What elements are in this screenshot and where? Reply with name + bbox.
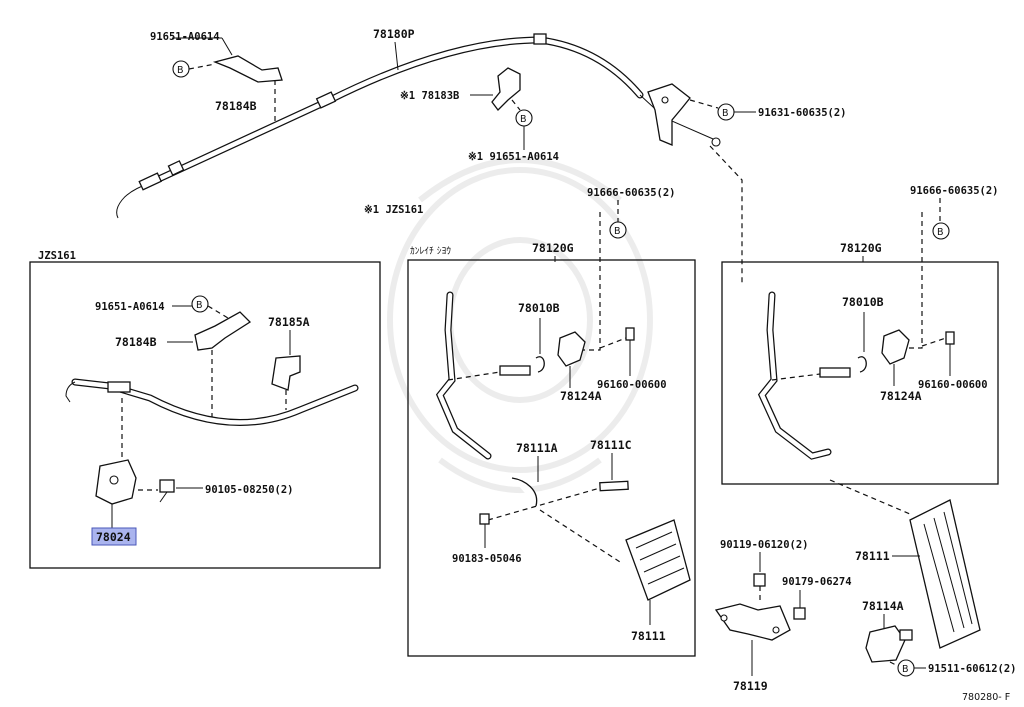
b-marker-box1: B (191, 295, 209, 313)
b-marker-91666-a: B (609, 221, 627, 239)
bracket-78124A-a[interactable] (557, 331, 586, 367)
label-90183-05046: 90183-05046 (452, 553, 522, 565)
label-78124A-b: 78124A (880, 389, 922, 403)
box-right (721, 261, 999, 485)
label-91666-60635-a: 91666-60635(2) (587, 187, 676, 199)
cable-box1[interactable] (65, 378, 359, 426)
diagram-id: 780280- F (962, 692, 1010, 703)
pin-a[interactable] (499, 365, 531, 376)
label-78184B-top: 78184B (215, 99, 257, 113)
pedal-arm-b[interactable] (757, 291, 832, 460)
label-78184B-box: 78184B (115, 335, 157, 349)
bracket-78119[interactable] (714, 603, 791, 641)
label-91651-A0614-box: 91651-A0614 (95, 301, 165, 313)
label-78183B: ※1 78183B (400, 90, 459, 102)
bracket-78024[interactable] (95, 459, 137, 505)
nut-96160-b[interactable] (945, 331, 955, 345)
cable-bracket-firewall[interactable] (647, 83, 691, 146)
label-78185A: 78185A (268, 315, 310, 329)
label-78120G-a: 78120G (532, 241, 574, 255)
highlight-78024[interactable] (91, 527, 137, 546)
svg-text:B: B (614, 226, 621, 237)
pedal-pad-a[interactable] (625, 519, 691, 601)
b-marker-top-left: B (172, 60, 190, 78)
nut-90183[interactable] (479, 513, 490, 525)
watermark (387, 157, 653, 493)
pedal-pad-b[interactable] (909, 499, 981, 649)
label-90119-06120: 90119-06120(2) (720, 539, 809, 551)
label-78124A-a: 78124A (560, 389, 602, 403)
label-78111C: 78111C (590, 438, 632, 452)
svg-text:B: B (937, 227, 944, 238)
label-90179-06274: 90179-06274 (782, 576, 852, 588)
nut-90179[interactable] (793, 607, 806, 620)
bracket-78184B-box[interactable] (194, 311, 252, 351)
label-96160-00600-b: 96160-00600 (918, 379, 988, 391)
label-78010B-a: 78010B (518, 301, 560, 315)
pin-78111C[interactable] (599, 480, 629, 492)
box-jzs161 (29, 261, 381, 569)
note-jzs161: ※1 JZS161 (364, 204, 423, 216)
svg-text:B: B (196, 300, 203, 311)
label-78024[interactable]: 78024 (96, 530, 131, 544)
box-kanreichi (407, 259, 696, 657)
label-78111-b: 78111 (855, 549, 890, 563)
bolt-90105[interactable] (159, 479, 175, 503)
svg-text:B: B (177, 65, 184, 76)
label-78120G-b: 78120G (840, 241, 882, 255)
label-78119: 78119 (733, 679, 768, 693)
box2-title: ｶﾝﾚｲﾁ ｼﾖｳ (410, 246, 451, 257)
label-96160-00600-a: 96160-00600 (597, 379, 667, 391)
cable-78180P[interactable] (116, 33, 721, 219)
label-78114A: 78114A (862, 599, 904, 613)
label-78111-a: 78111 (631, 629, 666, 643)
svg-text:B: B (722, 108, 729, 119)
b-marker-91511: B (897, 659, 915, 677)
bolt-90119[interactable] (753, 573, 766, 587)
bracket-78124A-b[interactable] (881, 329, 910, 365)
clip-78183B[interactable] (491, 67, 521, 111)
pedal-arm-a[interactable] (435, 291, 492, 460)
nut-96160-a[interactable] (625, 327, 635, 341)
label-91631-60635: 91631-60635(2) (758, 107, 847, 119)
label-91666-60635-b: 91666-60635(2) (910, 185, 999, 197)
pin-b[interactable] (819, 367, 851, 378)
b-marker-91631: B (717, 103, 735, 121)
spring-78111A[interactable] (511, 477, 538, 507)
bracket-78114A[interactable] (865, 625, 913, 663)
svg-text:B: B (520, 114, 527, 125)
svg-text:B: B (902, 664, 909, 675)
label-78180P: 78180P (373, 27, 415, 41)
label-90105-08250: 90105-08250(2) (205, 484, 294, 496)
bracket-78184B-top[interactable] (212, 55, 283, 83)
clip-78185A[interactable] (271, 355, 301, 391)
label-91651-A0614-top: 91651-A0614 (150, 31, 220, 43)
label-78010B-b: 78010B (842, 295, 884, 309)
label-91511-60612: 91511-60612(2) (928, 663, 1017, 675)
b-marker-78183B: B (515, 109, 533, 127)
label-78111A: 78111A (516, 441, 558, 455)
spring-a[interactable] (535, 356, 545, 373)
label-91651-A0614-mid: ※1 91651-A0614 (468, 151, 559, 163)
b-marker-91666-b: B (932, 222, 950, 240)
spring-b[interactable] (857, 356, 867, 373)
box1-title: JZS161 (38, 250, 76, 262)
